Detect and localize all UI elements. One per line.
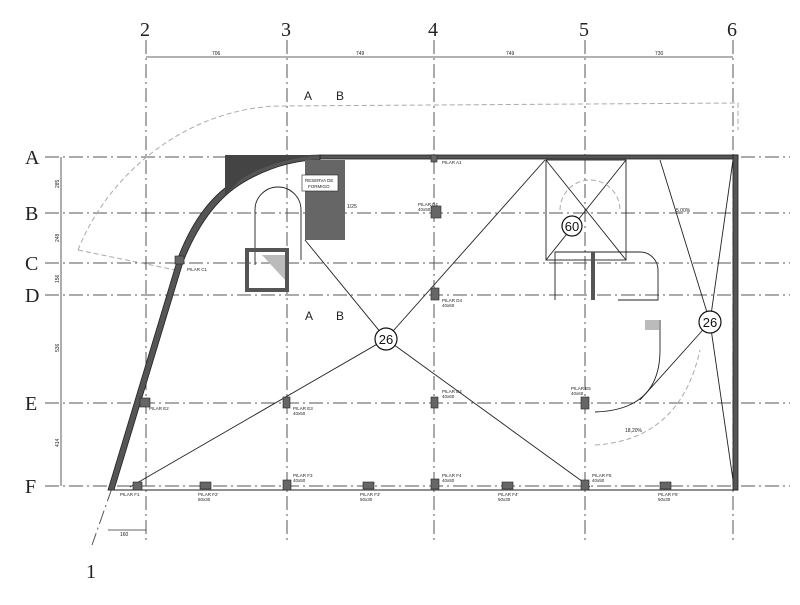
column-label-4: 4: [428, 19, 438, 41]
ramp-outline: [77, 102, 739, 251]
pillar-label: PILAR F4': [498, 492, 519, 497]
note-slope-3: 1/25: [347, 204, 357, 210]
top-dimension-chain: 706 749 749 730: [146, 51, 733, 58]
note-slope-1: 5,00%: [676, 208, 691, 214]
section-mark-a-top: A: [304, 89, 312, 103]
section-mark-a-bottom: A: [305, 309, 313, 323]
pillar-size: 50x30: [498, 497, 511, 502]
pillar-size: 50x30: [360, 497, 373, 502]
section-mark-b-top: B: [336, 89, 344, 103]
callout-26-left: 26: [379, 332, 393, 347]
ramp-curve: [594, 320, 661, 413]
note-reserve-line1: RESERVA DE: [305, 178, 333, 183]
pillar-size: 50x30: [198, 497, 211, 502]
dim-left-4: 536: [55, 343, 61, 352]
pillar-label: PILAR B4: [418, 202, 438, 207]
pillar-label: PILAR F3': [360, 492, 381, 497]
pillar-size: 40x60: [442, 394, 455, 399]
column-label-6: 6: [727, 19, 737, 41]
dim-top-1: 706: [212, 51, 221, 57]
left-dimension-chain: 285 248 156 536 414 160: [55, 157, 146, 538]
outer-walls: [107, 154, 739, 491]
pillar-label: PILAR E2: [149, 406, 169, 411]
callout-circle: [561, 215, 583, 237]
pillar-size: 40x50: [592, 478, 605, 483]
stair-core-left: [245, 186, 302, 292]
pillar-label: PILAR F5': [658, 492, 679, 497]
note-slope-2: 18,20%: [625, 428, 643, 434]
pillar-size: 40x50: [418, 207, 431, 212]
row-label-a: A: [25, 147, 40, 169]
row-label-e: E: [25, 393, 37, 415]
dim-top-2: 749: [356, 51, 365, 57]
dim-top-4: 730: [655, 51, 664, 57]
row-label-d: D: [25, 285, 39, 307]
dim-left-3: 156: [55, 274, 61, 283]
pillars: [132, 154, 672, 491]
section-mark-b-bottom: B: [336, 309, 344, 323]
pillar-label: PILAR A1: [442, 160, 462, 165]
pillar-label: PILAR C1: [187, 267, 208, 272]
pillar-size: 40x60: [442, 303, 455, 308]
pillar-label: PILAR E5: [571, 386, 591, 391]
dim-left-2: 248: [55, 233, 61, 242]
row-label-b: B: [25, 203, 38, 225]
callout-26-right: 26: [703, 315, 717, 330]
callout-60: 60: [565, 219, 579, 234]
pillar-label: PILAR F1: [120, 492, 140, 497]
pillar-size: 40x60: [571, 391, 584, 396]
pillar-label: PILAR F3: [293, 473, 313, 478]
column-label-5: 5: [579, 19, 589, 41]
row-label-c: C: [25, 253, 38, 275]
callout-circle: [698, 310, 722, 334]
pillar-label: PILAR F4: [442, 473, 462, 478]
concrete-reserve-fill: [305, 160, 345, 240]
pillar-size: 50x30: [658, 497, 671, 502]
pillar-label: PILAR E4: [442, 389, 462, 394]
pillar-labels: PILAR A1 PILAR B4 40x50 PILAR C1 PILAR D…: [120, 160, 679, 502]
pillar-label: PILAR E3: [293, 406, 313, 411]
dim-left-1: 285: [55, 179, 61, 188]
column-label-3: 3: [281, 19, 291, 41]
callout-circle: [374, 327, 398, 351]
dim-bottom-left: 160: [120, 532, 129, 538]
note-reserve-line2: FORMIGO: [308, 184, 330, 189]
pillar-label: PILAR F5: [592, 473, 612, 478]
pillar-size: 40x50: [293, 478, 306, 483]
stair-core-right: [545, 159, 659, 330]
dim-left-5: 414: [55, 438, 61, 447]
row-label-f: F: [25, 476, 36, 498]
void-lines: [129, 159, 734, 488]
pillar-size: 40x50: [442, 478, 455, 483]
axis-label-1: 1: [86, 561, 96, 583]
pillar-label: PILAR F2': [198, 492, 219, 497]
grid-lines: [45, 40, 790, 546]
column-label-2: 2: [140, 19, 150, 41]
pillar-size: 40x50: [293, 411, 306, 416]
dim-top-3: 749: [506, 51, 515, 57]
pillar-label: PILAR D4: [442, 298, 463, 303]
